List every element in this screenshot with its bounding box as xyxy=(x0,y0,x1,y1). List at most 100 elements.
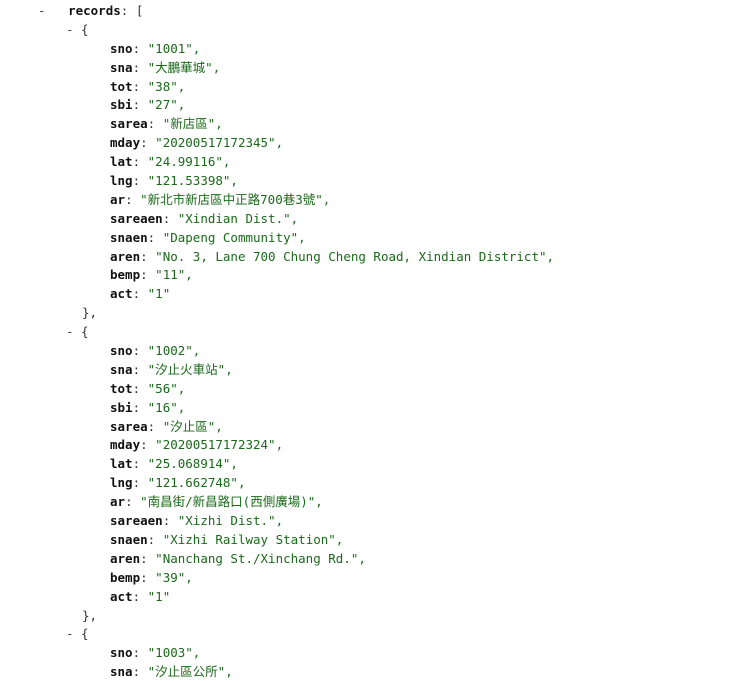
field-line: sarea: "汐止區", xyxy=(110,418,223,434)
field-line: sareaen: "Xizhi Dist.", xyxy=(110,513,284,529)
field-key: sna xyxy=(110,361,133,377)
collapse-toggle[interactable]: - xyxy=(66,324,74,340)
field-value: "1" xyxy=(147,286,171,302)
field-key: sarea xyxy=(110,116,148,132)
field-line: sarea: "新店區", xyxy=(110,116,223,132)
collapse-toggle[interactable]: - xyxy=(66,21,74,37)
field-line: mday: "20200517172324", xyxy=(110,437,284,453)
field-key: snaen xyxy=(110,531,148,547)
field-key: lat xyxy=(110,154,133,170)
field-value: "16", xyxy=(147,399,186,415)
field-value: "大鵬華城", xyxy=(147,59,221,75)
field-key: sareaen xyxy=(110,210,163,226)
field-line: act: "1" xyxy=(110,286,171,302)
field-key: sna xyxy=(110,664,133,680)
field-line: sno: "1001", xyxy=(110,40,201,56)
field-value: "No. 3, Lane 700 Chung Cheng Road, Xindi… xyxy=(155,248,555,264)
field-key: sbi xyxy=(110,399,133,415)
field-line: ar: "南昌街/新昌路口(西側廣場)", xyxy=(110,494,323,510)
field-key: aren xyxy=(110,550,141,566)
field-key: mday xyxy=(110,437,141,453)
field-key: sno xyxy=(110,645,133,661)
open-brace: { xyxy=(81,21,89,37)
field-value: "汐止火車站", xyxy=(147,361,233,377)
field-key: act xyxy=(110,286,133,302)
field-line: aren: "No. 3, Lane 700 Chung Cheng Road,… xyxy=(110,248,555,264)
field-key: act xyxy=(110,588,133,604)
field-key: lat xyxy=(110,456,133,472)
field-line: sno: "1003", xyxy=(110,645,201,661)
field-key: ar xyxy=(110,191,126,207)
field-line: aren: "Nanchang St./Xinchang Rd.", xyxy=(110,550,366,566)
field-value: "38", xyxy=(147,78,186,94)
field-value: "121.53398", xyxy=(147,173,238,189)
field-line: sna: "大鵬華城", xyxy=(110,59,221,75)
collapse-toggle[interactable]: - xyxy=(66,626,74,642)
field-key: lng xyxy=(110,173,133,189)
field-key: sareaen xyxy=(110,513,163,529)
field-line: ar: "新北市新店區中正路700巷3號", xyxy=(110,191,331,207)
field-key: sno xyxy=(110,343,133,359)
field-value: "27", xyxy=(147,97,186,113)
field-value: "11", xyxy=(155,267,193,283)
field-value: "1" xyxy=(147,588,171,604)
field-key: tot xyxy=(110,380,133,396)
record-open-line: -{ xyxy=(0,625,737,644)
field-line: bemp: "11", xyxy=(110,267,193,283)
field-value: "20200517172345", xyxy=(155,135,284,151)
field-line: sbi: "27", xyxy=(110,97,186,113)
record-open-line: -{ xyxy=(0,323,737,342)
field-key: sarea xyxy=(110,418,148,434)
field-value: "Nanchang St./Xinchang Rd.", xyxy=(155,550,366,566)
field-line: snaen: "Xizhi Railway Station", xyxy=(110,531,344,547)
field-value: "Xindian Dist.", xyxy=(177,210,299,226)
field-key: tot xyxy=(110,78,133,94)
field-value: "汐止區公所", xyxy=(147,664,233,680)
field-line: sno: "1002", xyxy=(110,343,201,359)
field-value: "新店區", xyxy=(162,116,223,132)
field-line: tot: "56", xyxy=(110,380,186,396)
field-key: mday xyxy=(110,135,141,151)
field-value: "南昌街/新昌路口(西側廣場)", xyxy=(140,494,323,510)
field-value: "Dapeng Community", xyxy=(162,229,306,245)
field-line: sbi: "16", xyxy=(110,399,186,415)
field-line: snaen: "Dapeng Community", xyxy=(110,229,306,245)
field-value: "汐止區", xyxy=(162,418,223,434)
field-value: "25.068914", xyxy=(147,456,238,472)
close-brace: }, xyxy=(82,305,98,321)
field-line: act: "1" xyxy=(110,588,171,604)
field-key: bemp xyxy=(110,569,141,585)
open-brace: { xyxy=(81,626,89,642)
field-line: lng: "121.53398", xyxy=(110,173,238,189)
field-value: "121.662748", xyxy=(147,475,246,491)
records-container: -{sno: "1001",sna: "大鵬華城",tot: "38",sbi:… xyxy=(0,21,737,681)
field-line: bemp: "39", xyxy=(110,569,193,585)
field-key: lng xyxy=(110,475,133,491)
field-value: "Xizhi Railway Station", xyxy=(162,531,344,547)
record-open-line: -{ xyxy=(0,21,737,40)
field-value: "Xizhi Dist.", xyxy=(177,513,284,529)
field-value: "1003", xyxy=(147,645,201,661)
field-value: "20200517172324", xyxy=(155,437,284,453)
field-line: lat: "25.068914", xyxy=(110,456,238,472)
field-key: snaen xyxy=(110,229,148,245)
field-key: sno xyxy=(110,40,133,56)
field-line: sna: "汐止區公所", xyxy=(110,664,233,680)
field-key: sbi xyxy=(110,97,133,113)
collapse-toggle[interactable]: - xyxy=(38,3,46,18)
field-line: tot: "38", xyxy=(110,78,186,94)
field-value: "56", xyxy=(147,380,186,396)
field-key: bemp xyxy=(110,267,141,283)
close-brace: }, xyxy=(82,607,98,623)
open-brace: { xyxy=(81,324,89,340)
field-line: mday: "20200517172345", xyxy=(110,135,284,151)
field-line: sna: "汐止火車站", xyxy=(110,361,233,377)
field-key: sna xyxy=(110,59,133,75)
open-bracket: [ xyxy=(135,3,144,18)
field-line: lng: "121.662748", xyxy=(110,475,246,491)
field-value: "24.99116", xyxy=(147,154,231,170)
field-line: sareaen: "Xindian Dist.", xyxy=(110,210,299,226)
records-line: - records: [ xyxy=(0,2,737,21)
field-key: aren xyxy=(110,248,141,264)
